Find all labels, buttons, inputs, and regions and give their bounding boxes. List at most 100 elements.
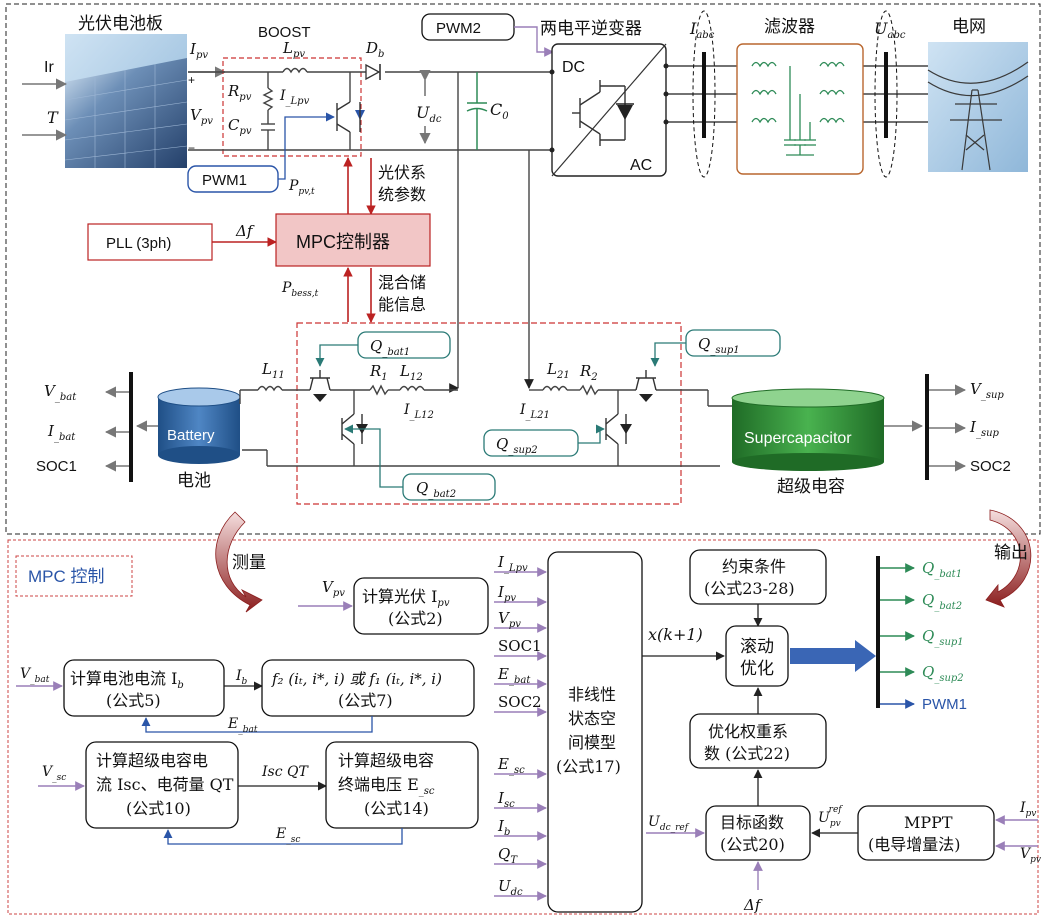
inverter-title: 两电平逆变器 bbox=[540, 19, 642, 39]
svg-text:SOC1: SOC1 bbox=[36, 458, 77, 475]
output-block-arrow bbox=[790, 640, 876, 672]
model-input-label: SOC1 bbox=[498, 637, 542, 655]
svg-text:(电导增量法): (电导增量法) bbox=[868, 835, 961, 854]
measure-arrow-icon bbox=[215, 511, 263, 613]
svg-text:I_L21: I_L21 bbox=[519, 402, 550, 421]
model-input-label: Ipv bbox=[497, 583, 516, 604]
boost-label: BOOST bbox=[258, 24, 311, 41]
svg-text:Battery: Battery bbox=[167, 427, 215, 444]
f-function-box bbox=[261, 659, 475, 717]
svg-text:Iabc: Iabc bbox=[689, 19, 715, 41]
calc-battery-box bbox=[63, 659, 225, 717]
mpc-controller-box bbox=[275, 213, 431, 267]
input-t: T bbox=[47, 108, 59, 127]
svg-text:滚动: 滚动 bbox=[740, 637, 774, 657]
model-input-label: E_sc bbox=[497, 755, 525, 776]
svg-text:优化权重系: 优化权重系 bbox=[708, 722, 788, 741]
battery-icon bbox=[157, 387, 241, 464]
svg-text:R2: R2 bbox=[579, 362, 598, 383]
filter-label: 滤波器 bbox=[764, 17, 815, 37]
svg-text:混合储: 混合储 bbox=[378, 273, 426, 292]
svg-text:Rpv: Rpv bbox=[227, 82, 252, 103]
svg-text:Δf: Δf bbox=[235, 222, 255, 240]
calc-pv-box bbox=[353, 577, 489, 635]
svg-text:MPC控制器: MPC控制器 bbox=[296, 232, 390, 252]
svg-text:Q_bat1: Q_bat1 bbox=[370, 337, 410, 358]
svg-text:终端电压 E_sc: 终端电压 E_sc bbox=[338, 775, 435, 797]
svg-text:计算超级电容: 计算超级电容 bbox=[338, 751, 434, 770]
svg-text:Q_bat2: Q_bat2 bbox=[416, 479, 456, 500]
svg-text:V_sc: V_sc bbox=[42, 764, 66, 783]
svg-text:Upvref: Upvref bbox=[818, 805, 843, 829]
boost-box bbox=[222, 57, 362, 157]
pll-box bbox=[87, 223, 213, 261]
svg-text:Supercapacitor: Supercapacitor bbox=[744, 430, 852, 447]
input-ir: Ir bbox=[44, 59, 54, 76]
svg-text:+: + bbox=[188, 73, 195, 87]
svg-text:L11: L11 bbox=[261, 360, 285, 381]
svg-text:AC: AC bbox=[630, 157, 652, 174]
svg-text:SOC2: SOC2 bbox=[970, 458, 1011, 475]
output-signal-label: Q_sup1 bbox=[922, 627, 964, 648]
grid-tower-image bbox=[927, 42, 1029, 172]
svg-text:PWM1: PWM1 bbox=[202, 172, 247, 189]
svg-text:输出: 输出 bbox=[994, 543, 1028, 563]
svg-text:电池: 电池 bbox=[177, 471, 211, 491]
svg-text:计算超级电容电: 计算超级电容电 bbox=[96, 751, 208, 770]
svg-text:Ipv: Ipv bbox=[1019, 800, 1036, 819]
model-input-label: Udc bbox=[498, 877, 523, 898]
svg-text:(公式14): (公式14) bbox=[364, 799, 429, 818]
svg-text:V_bat: V_bat bbox=[20, 666, 50, 685]
svg-text:(公式23-28): (公式23-28) bbox=[704, 579, 795, 598]
svg-text:f₂ (iₜ, i*, i) 或 f₁ (iₜ, i*, i: f₂ (iₜ, i*, i) 或 f₁ (iₜ, i*, i) bbox=[271, 670, 442, 688]
output-signal-label: PWM1 bbox=[922, 696, 967, 713]
svg-text:I_sup: I_sup bbox=[969, 418, 1000, 439]
svg-text:(公式7): (公式7) bbox=[338, 691, 393, 710]
svg-text:计算电池电流 Ib: 计算电池电流 Ib bbox=[70, 669, 184, 691]
svg-text:E_bat: E_bat bbox=[227, 716, 258, 735]
svg-text:Uabc: Uabc bbox=[874, 19, 906, 41]
output-arrow-icon bbox=[985, 509, 1032, 608]
svg-text:统参数: 统参数 bbox=[378, 185, 426, 204]
svg-text:计算光伏 Ipv: 计算光伏 Ipv bbox=[362, 587, 450, 609]
calc-supercap-box bbox=[85, 741, 239, 829]
svg-text:Δf: Δf bbox=[743, 896, 763, 914]
svg-text:优化: 优化 bbox=[740, 659, 774, 679]
svg-text:(公式20): (公式20) bbox=[720, 835, 785, 854]
mpc-control-label-box bbox=[15, 555, 133, 597]
svg-text:Isc QT: Isc QT bbox=[261, 764, 309, 780]
model-input-label: Vpv bbox=[498, 609, 521, 630]
svg-text:MPC 控制: MPC 控制 bbox=[28, 567, 105, 586]
svg-text:Vpv: Vpv bbox=[1020, 846, 1041, 865]
model-input-label: QT bbox=[498, 845, 518, 866]
svg-text:I_Lpv: I_Lpv bbox=[279, 88, 310, 107]
model-input-label: I_Lpv bbox=[497, 553, 528, 574]
svg-text:超级电容: 超级电容 bbox=[777, 477, 845, 497]
svg-text:Cpv: Cpv bbox=[228, 116, 252, 137]
model-input-label: E_bat bbox=[497, 665, 531, 686]
svg-text:(公式17): (公式17) bbox=[556, 757, 621, 776]
svg-text:−: − bbox=[188, 141, 195, 155]
svg-text:测量: 测量 bbox=[232, 553, 266, 573]
model-input-label: Ib bbox=[497, 817, 510, 838]
svg-text:Udc: Udc bbox=[416, 103, 442, 125]
svg-text:V_bat: V_bat bbox=[44, 382, 77, 403]
svg-text:E_sc: E_sc bbox=[275, 826, 300, 845]
svg-text:V_sup: V_sup bbox=[970, 380, 1004, 401]
svg-text:Lpv: Lpv bbox=[282, 39, 305, 60]
mpc-frame bbox=[7, 539, 1039, 915]
svg-text:状态空: 状态空 bbox=[568, 709, 616, 728]
svg-text:Pbess,t: Pbess,t bbox=[281, 280, 319, 299]
svg-text:目标函数: 目标函数 bbox=[720, 813, 784, 832]
svg-text:Q_sup2: Q_sup2 bbox=[496, 435, 538, 456]
output-signal-label: Q_bat1 bbox=[922, 559, 962, 580]
svg-text:Q_sup1: Q_sup1 bbox=[698, 335, 740, 356]
svg-text:非线性: 非线性 bbox=[568, 685, 616, 704]
state-space-model-box bbox=[547, 551, 643, 913]
svg-text:间模型: 间模型 bbox=[568, 733, 616, 752]
svg-text:R1: R1 bbox=[369, 362, 388, 383]
pv-panel-label: 光伏电池板 bbox=[78, 14, 163, 34]
svg-text:C0: C0 bbox=[490, 100, 509, 122]
svg-text:DC: DC bbox=[562, 59, 585, 76]
